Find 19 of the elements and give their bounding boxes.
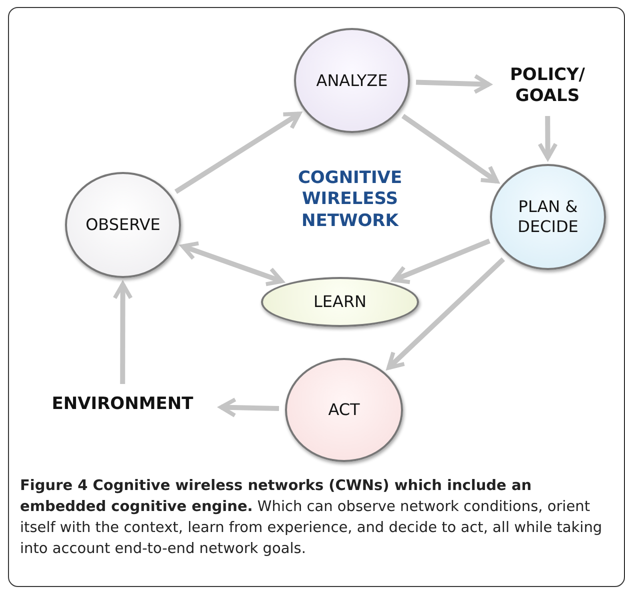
arrow bbox=[386, 257, 506, 370]
arrow bbox=[219, 398, 280, 418]
process-ellipse bbox=[294, 28, 410, 133]
node-label: LEARN bbox=[313, 292, 367, 312]
node-label: ACT bbox=[328, 400, 360, 420]
figure-caption: Figure 4 Cognitive wireless networks (CWNs) which include an embedded cognitive engine. Which can observe network conditions, orient itself with the context, learn from experience, and decide to act, all while taking into account end-to-end network goals. bbox=[20, 477, 604, 560]
arrow bbox=[401, 114, 499, 184]
arrow bbox=[538, 116, 558, 160]
arrow bbox=[416, 74, 491, 94]
arrow bbox=[392, 238, 490, 284]
node-label: PLAN & DECIDE bbox=[516, 197, 580, 237]
arrow bbox=[174, 112, 302, 194]
diagram-title-label: COGNITIVE WIRELESS NETWORK bbox=[296, 168, 404, 232]
stage-label: POLICY/ GOALS bbox=[508, 64, 586, 108]
stage-label: ENVIRONMENT bbox=[52, 394, 194, 416]
arrow bbox=[180, 241, 284, 286]
node-label: ANALYZE bbox=[316, 70, 388, 90]
arrow bbox=[112, 282, 133, 384]
node-label: OBSERVE bbox=[86, 215, 160, 235]
